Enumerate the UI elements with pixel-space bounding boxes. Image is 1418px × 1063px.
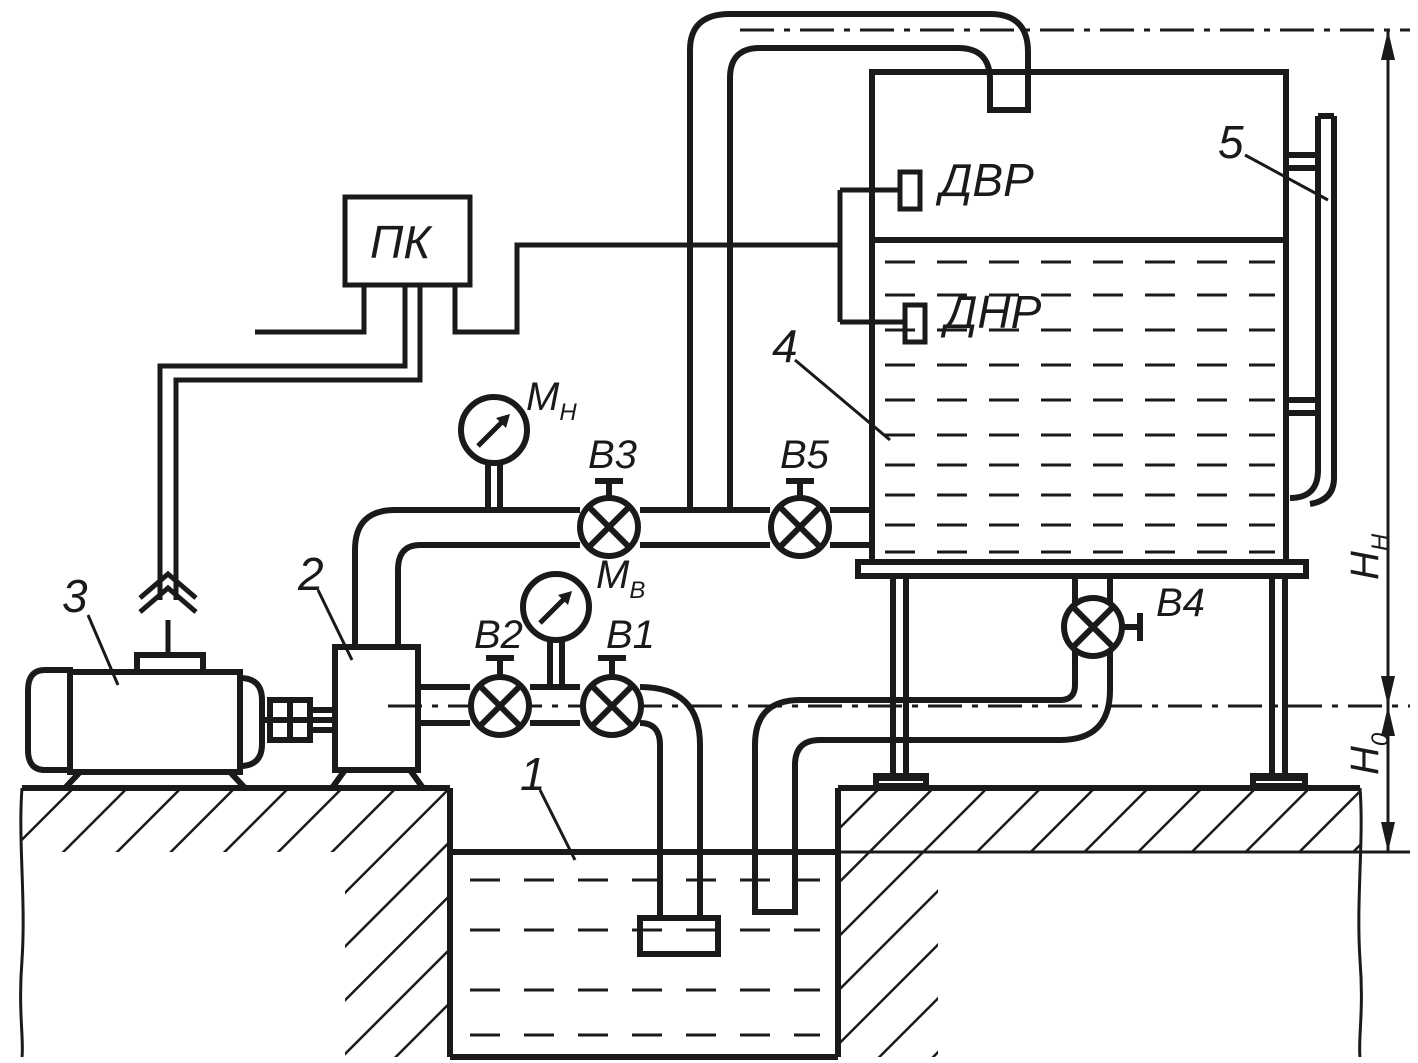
valve-b5 [768, 478, 832, 559]
motor-end-cap [25, 667, 73, 773]
gauge-mn [458, 394, 530, 466]
tank-foot-right [1250, 773, 1308, 789]
motor [25, 652, 335, 791]
valve-b3 [577, 478, 641, 559]
label-h0-sub: 0 [1367, 732, 1394, 746]
valve-b2 [468, 655, 532, 738]
leader-3 [86, 614, 120, 686]
strainer [637, 915, 721, 957]
arrow-h0-top [1381, 706, 1395, 736]
label-hn-main: H [1343, 551, 1387, 580]
discharge-line [485, 460, 872, 687]
riser [687, 11, 1031, 510]
label-mv-main: M [596, 553, 630, 597]
sensor-dnr [902, 302, 928, 345]
label-hn: HН [1343, 533, 1394, 580]
tank-legs [890, 576, 1288, 775]
wiring [138, 169, 928, 655]
wire-motor-connector [138, 570, 198, 655]
labels: ПК ДВР ДНР MН MВ В1 В2 В3 В4 В5 1 2 3 4 … [62, 116, 1394, 800]
label-3: 3 [62, 570, 88, 622]
ground [19, 785, 1363, 1058]
label-v1: В1 [606, 613, 655, 657]
label-mv: MВ [596, 553, 645, 604]
wire-pc-motor-a [157, 285, 408, 600]
discharge-pipe-inner [395, 542, 580, 647]
label-5: 5 [1218, 116, 1244, 168]
leader-2 [316, 589, 354, 661]
arrow-hn-top [1381, 30, 1395, 60]
level-gauge-branches [1286, 152, 1318, 416]
label-mn: MН [526, 375, 577, 426]
label-dvr: ДВР [935, 154, 1034, 206]
motor-body [67, 669, 243, 775]
ground-hatch-left [22, 790, 450, 852]
gauge-mv [520, 571, 592, 643]
label-2: 2 [297, 548, 324, 600]
tank-base-plate [855, 559, 1309, 579]
level-gauge [1286, 113, 1337, 507]
arrow-h0-bottom [1381, 822, 1395, 852]
gauges [458, 394, 592, 643]
dimension-arrows [1381, 30, 1395, 852]
wire-pc-motor-b [173, 285, 423, 600]
label-h0-main: H [1343, 746, 1387, 775]
riser-outer [687, 11, 1031, 510]
leader-5 [1244, 153, 1329, 202]
ground-break-left [19, 787, 25, 1058]
dimensions [388, 28, 1410, 854]
leader-4 [794, 358, 891, 442]
label-v3: В3 [588, 433, 637, 477]
label-1: 1 [520, 748, 546, 800]
ground-hatch-right-wall [838, 852, 938, 1057]
wire-pc-left [255, 285, 367, 335]
tank-water-dashes [885, 260, 1275, 554]
level-gauge-tube [1289, 113, 1337, 507]
label-v2: В2 [474, 613, 523, 657]
label-pc: ПК [370, 216, 433, 268]
ground-hatch-right [838, 790, 1360, 852]
label-v4: В4 [1156, 581, 1205, 625]
motor-terminal-box [134, 652, 206, 675]
label-mn-sub: Н [559, 399, 577, 426]
label-h0: H0 [1343, 732, 1394, 775]
valves [468, 478, 1143, 738]
leader-1 [538, 789, 577, 861]
motor-rear [239, 675, 265, 769]
label-4: 4 [772, 320, 798, 372]
wire-pc-sensors [452, 242, 840, 335]
label-hn-sub: Н [1367, 533, 1394, 551]
tank-foot-left [873, 773, 929, 789]
suction-pipe [418, 684, 703, 918]
motor-feet [62, 769, 248, 791]
label-dnr: ДНР [940, 286, 1042, 338]
discharge-pipe-outer [352, 507, 580, 647]
ground-break-right [1357, 787, 1363, 1058]
ground-hatch-left-wall [345, 852, 450, 1057]
reservoir-water-dashes [470, 878, 820, 1037]
valve-b4 [1061, 595, 1143, 659]
arrow-hn-bottom [1381, 676, 1395, 706]
label-v5: В5 [780, 433, 830, 477]
suction-line [418, 684, 721, 957]
wire-sensor-bus [837, 187, 905, 325]
pump-body [332, 644, 421, 773]
drain-line [752, 576, 1113, 915]
sensor-dvr [897, 169, 923, 212]
label-mn-main: M [526, 375, 560, 419]
leaders [86, 153, 1329, 861]
tank [855, 69, 1309, 789]
pump [329, 507, 580, 790]
drain-pipe-outer [752, 576, 1113, 915]
pump-feet [329, 768, 426, 790]
discharge-pipe-mid [640, 507, 872, 548]
valve-b1 [580, 655, 644, 738]
label-mv-sub: В [629, 577, 645, 604]
lower-reservoir [450, 849, 838, 1060]
